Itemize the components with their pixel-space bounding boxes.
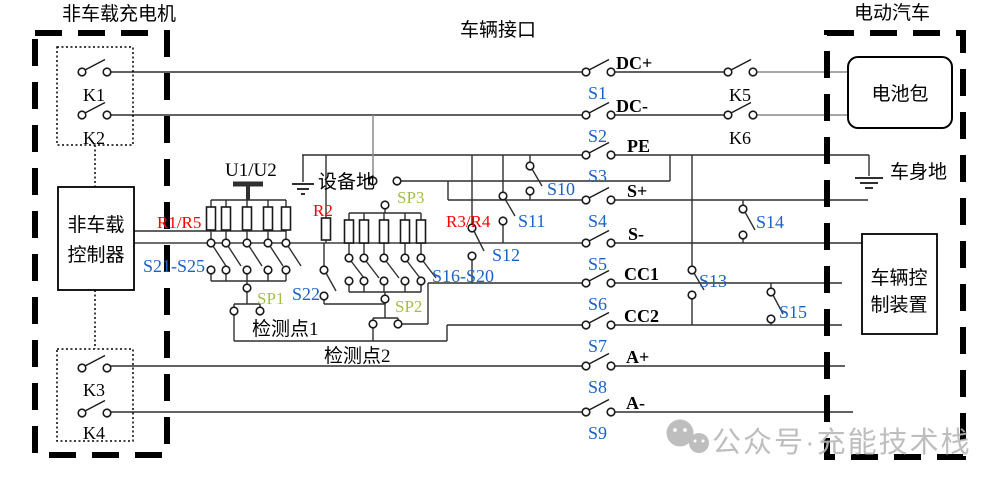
battery-pack-label: 电池包 bbox=[871, 83, 928, 105]
title-vehicle-interface: 车辆接口 bbox=[460, 19, 536, 41]
switch-label-s15: S15 bbox=[779, 302, 807, 322]
switch-label-s2: S2 bbox=[588, 126, 607, 146]
switch-label-s10: S10 bbox=[547, 179, 575, 199]
switch-label-s1: S1 bbox=[588, 83, 607, 103]
watermark-text: 公众号·充能技术栈 bbox=[712, 426, 972, 459]
line-label-cc1: CC1 bbox=[624, 264, 659, 284]
watermark: 公众号·充能技术栈 bbox=[666, 419, 972, 459]
switch-label-s14: S14 bbox=[756, 212, 784, 232]
wechat-icon bbox=[666, 419, 694, 447]
switch-label-s9: S9 bbox=[588, 423, 607, 443]
wires-middle bbox=[134, 155, 883, 342]
switch-label-k3: K3 bbox=[83, 380, 105, 400]
line-label-dc-plus: DC+ bbox=[616, 53, 652, 73]
dotted-boxes bbox=[56, 46, 134, 442]
switch-label-s6: S6 bbox=[588, 294, 607, 314]
detection-point-1-label: 检测点1 bbox=[252, 318, 319, 340]
sample-point-label-sp3: SP3 bbox=[397, 188, 424, 207]
switch-label-k5: K5 bbox=[729, 85, 751, 105]
line-label-a-minus: A- bbox=[626, 393, 645, 413]
switch-label-s7: S7 bbox=[588, 336, 607, 356]
switch-blades bbox=[84, 58, 752, 412]
switch-label-s3: S3 bbox=[588, 166, 607, 186]
detection-point-2-label: 检测点2 bbox=[324, 345, 391, 367]
offboard-controller-box bbox=[57, 186, 135, 291]
wires-gray bbox=[372, 71, 848, 178]
switch-group-label-s16-s20: S16-S20 bbox=[432, 266, 494, 286]
switch-label-s11: S11 bbox=[518, 211, 545, 231]
contact-circles bbox=[77, 67, 776, 418]
line-label-pe: PE bbox=[627, 136, 650, 156]
switch-label-k6: K6 bbox=[729, 128, 751, 148]
vcu-label-line2: 制装置 bbox=[870, 294, 927, 316]
line-label-cc2: CC2 bbox=[624, 306, 659, 326]
switch-group-label-s21-s25: S21-S25 bbox=[143, 256, 205, 276]
switch-label-s22: S22 bbox=[292, 284, 320, 304]
vehicle-control-box bbox=[861, 233, 938, 335]
line-label-s-minus: S- bbox=[628, 224, 644, 244]
resistors bbox=[205, 206, 427, 244]
title-offboard-charger: 非车载充电机 bbox=[62, 3, 176, 25]
switch-label-s12: S12 bbox=[492, 245, 520, 265]
controller-label-line2: 控制器 bbox=[67, 244, 124, 266]
resistor-label-r3-r4: R3/R4 bbox=[446, 212, 491, 231]
line-label-s-plus: S+ bbox=[627, 181, 647, 201]
transducer-label: U1/U2 bbox=[225, 160, 277, 181]
vcu-label-line1: 车辆控 bbox=[870, 267, 927, 289]
switch-label-s13: S13 bbox=[699, 271, 727, 291]
switch-label-k4: K4 bbox=[83, 423, 105, 443]
body-ground-label: 车身地 bbox=[890, 161, 947, 183]
switch-label-s5: S5 bbox=[588, 254, 607, 274]
sample-point-label-sp2: SP2 bbox=[395, 297, 422, 316]
switch-label-k2: K2 bbox=[83, 128, 105, 148]
boundary-dashed-boxes bbox=[32, 30, 966, 460]
resistor-label-r2: R2 bbox=[313, 201, 333, 220]
resistor-label-r1-r5: R1/R5 bbox=[157, 213, 201, 232]
sample-point-label-sp1: SP1 bbox=[257, 289, 284, 308]
switch-label-s4: S4 bbox=[588, 211, 607, 231]
controller-label-line1: 非车载 bbox=[67, 214, 124, 236]
switch-label-k1: K1 bbox=[83, 85, 105, 105]
line-label-dc-minus: DC- bbox=[616, 96, 648, 116]
battery-pack-box bbox=[847, 56, 953, 129]
line-label-a-plus: A+ bbox=[626, 347, 649, 367]
equipment-ground-label: 设备地 bbox=[318, 171, 375, 193]
title-electric-vehicle: 电动汽车 bbox=[854, 2, 930, 24]
switch-label-s8: S8 bbox=[588, 377, 607, 397]
wires-main bbox=[110, 71, 870, 413]
